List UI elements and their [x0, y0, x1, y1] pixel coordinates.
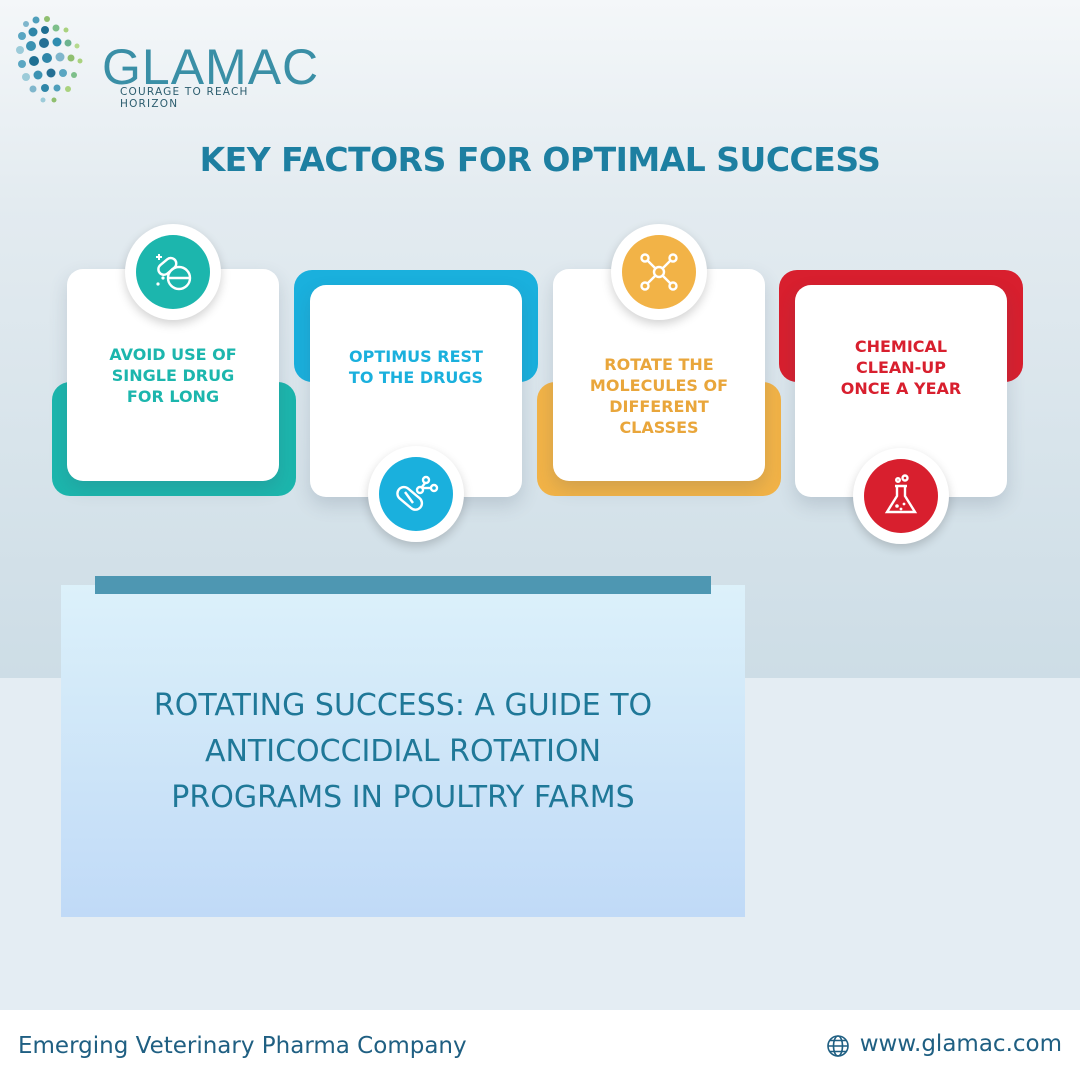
- guide-title: ROTATING SUCCESS: A GUIDE TO ANTICOCCIDI…: [153, 688, 653, 815]
- website-link[interactable]: www.glamac.com: [859, 1031, 1062, 1057]
- dot-sphere-icon: [16, 16, 83, 103]
- factor-label-1: AVOID USE OF SINGLE DRUG FOR LONG: [109, 344, 237, 406]
- factor-badge-4: [853, 448, 949, 544]
- factor-badge-2: [368, 446, 464, 542]
- factor-label-2: OPTIMUS REST TO THE DRUGS: [348, 347, 484, 387]
- footer-bar: [0, 1010, 1080, 1080]
- globe-icon: [827, 1035, 849, 1057]
- factor-badge-1: [125, 224, 221, 320]
- page-title: KEY FACTORS FOR OPTIMAL SUCCESS: [199, 140, 881, 179]
- guide-panel: [61, 585, 745, 917]
- molecule-icon: [640, 253, 678, 291]
- brand-name: GLAMAC: [102, 39, 320, 95]
- brand-logo[interactable]: GLAMAC COURAGE TO REACH HORIZON: [14, 14, 318, 110]
- guide-panel-accent-bar: [95, 576, 711, 594]
- company-slogan: Emerging Veterinary Pharma Company: [18, 1033, 467, 1059]
- pills-icon: [156, 254, 192, 291]
- factor-label-3: ROTATE THE MOLECULES OF DIFFERENT CLASSE…: [589, 355, 729, 437]
- capsule-molecule-icon: [396, 475, 439, 511]
- brand-tagline: COURAGE TO REACH HORIZON: [120, 86, 249, 110]
- factor-label-4: CHEMICAL CLEAN-UP ONCE A YEAR: [840, 336, 962, 398]
- factor-badge-3: [611, 224, 707, 320]
- flask-icon: [884, 474, 918, 514]
